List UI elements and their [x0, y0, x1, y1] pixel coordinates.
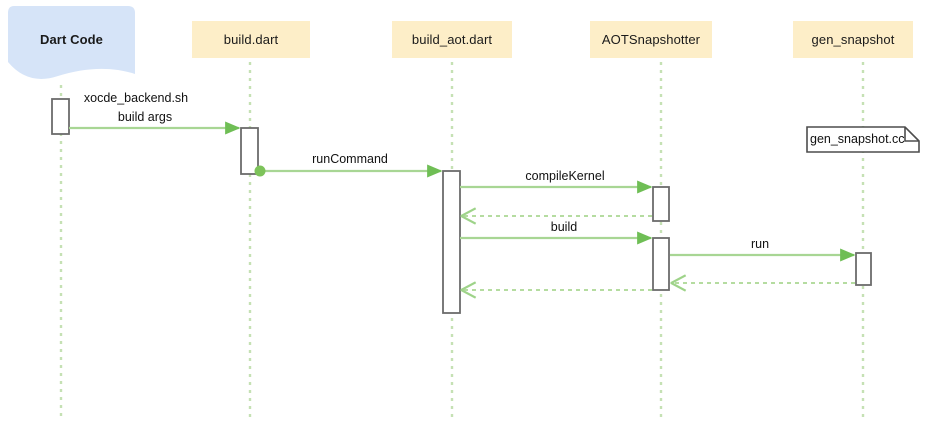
- lane-header-shape-build-dart: [192, 21, 310, 58]
- lane-header-gen-snapshot[interactable]: gen_snapshot: [793, 21, 913, 58]
- activation-dart-code: [51, 98, 70, 135]
- activation-aot-snapshotter-compile-kernel: [652, 186, 670, 222]
- message-label-build: build: [550, 220, 578, 234]
- message-label-run: run: [750, 237, 770, 251]
- activation-gen-snapshot-run: [855, 252, 872, 286]
- activation-build-aot-dart: [442, 170, 461, 314]
- activation-bars: [51, 98, 872, 314]
- lane-header-aot-snapshotter[interactable]: AOTSnapshotter: [590, 21, 712, 58]
- origin-dot-run-command: [254, 165, 266, 177]
- message-label-run-command: runCommand: [312, 152, 388, 166]
- note-gen-snapshot-cc: [806, 126, 920, 153]
- message-label-compile-kernel: compileKernel: [525, 169, 605, 183]
- lane-header-label-build-dart: build.dart: [223, 32, 279, 47]
- message-label-xcode-backend-line2: build args: [117, 110, 173, 124]
- lane-header-shape-dart-code: [8, 6, 135, 79]
- lane-header-label-dart-code: Dart Code: [39, 32, 104, 47]
- lane-header-dart-code[interactable]: Dart Code: [8, 21, 135, 58]
- activation-build-dart: [240, 127, 259, 175]
- lane-header-build-dart[interactable]: build.dart: [192, 21, 310, 58]
- lane-header-shape-gen-snapshot: [793, 21, 913, 58]
- lane-header-label-build-aot-dart: build_aot.dart: [411, 32, 493, 47]
- activation-aot-snapshotter-build: [652, 237, 670, 291]
- lane-header-label-aot-snapshotter: AOTSnapshotter: [601, 32, 701, 47]
- lane-header-shape-build-aot-dart: [392, 21, 512, 58]
- lane-header-shape-aot-snapshotter: [590, 21, 712, 58]
- note-label-gen-snapshot-cc: gen_snapshot.cc: [810, 132, 905, 146]
- note-fold-icon: [904, 127, 919, 142]
- message-label-xcode-backend-line1: xocde_backend.sh: [83, 91, 189, 105]
- lane-header-build-aot-dart[interactable]: build_aot.dart: [392, 21, 512, 58]
- message-arrows: [69, 121, 856, 290]
- lane-header-label-gen-snapshot: gen_snapshot: [811, 32, 895, 47]
- note-shape: [806, 126, 920, 153]
